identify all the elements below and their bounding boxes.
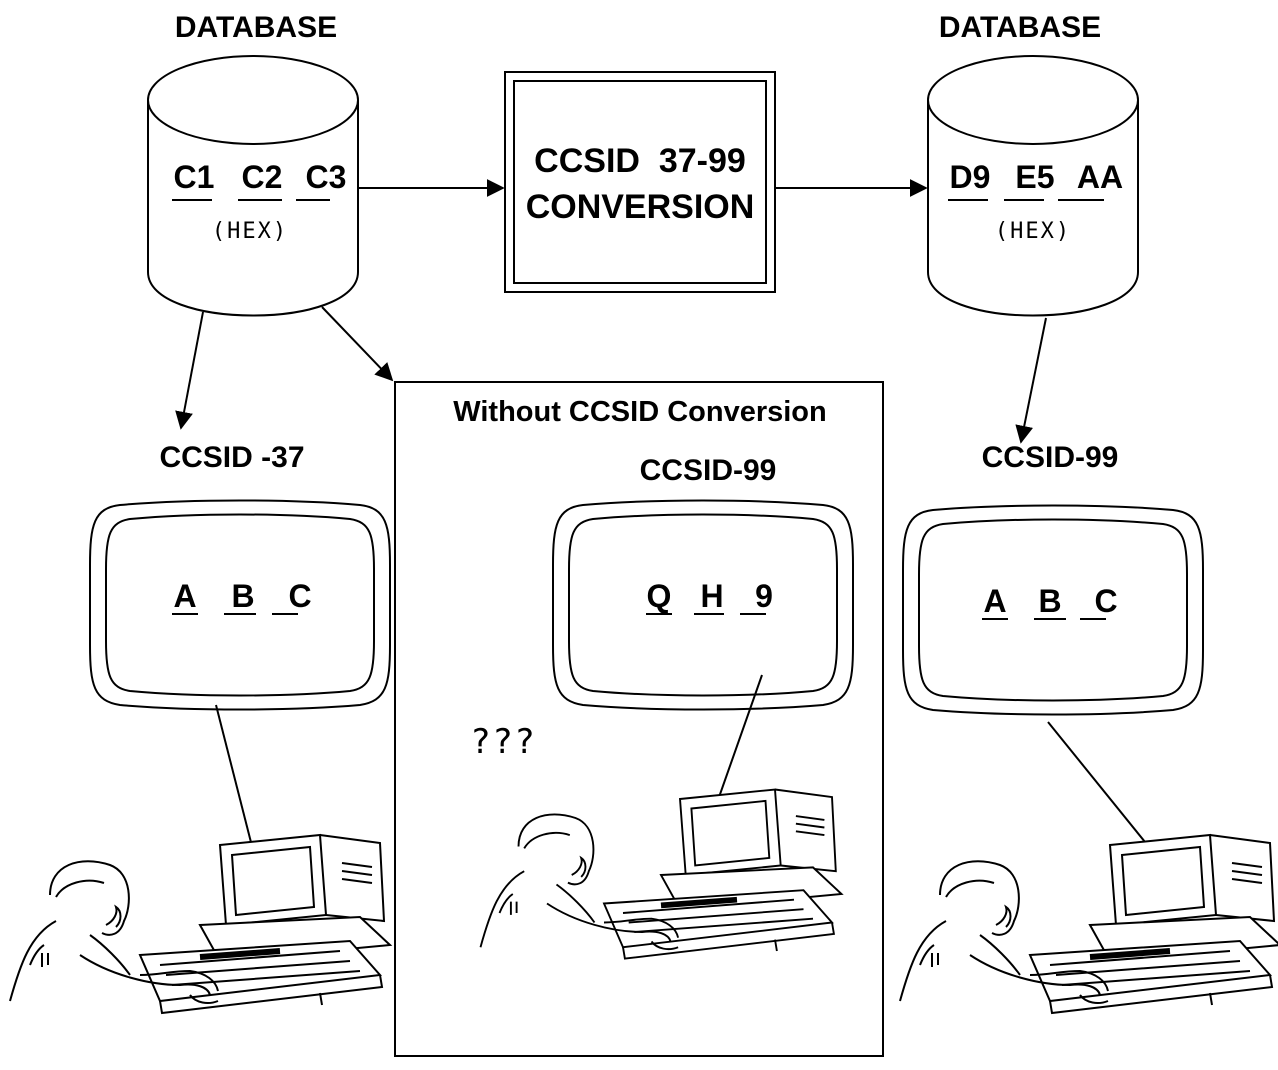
right-char-2: B [1038, 583, 1061, 619]
target-database-title: DATABASE [939, 11, 1101, 44]
target-code-3: AA [1077, 159, 1123, 195]
right-char-3: C [1094, 583, 1117, 619]
source-encoding-label: (HEX) [212, 219, 288, 244]
conversion-line-1: CCSID 37-99 [534, 142, 746, 180]
source-code-3: C3 [306, 159, 347, 195]
left-char-3: C [288, 578, 311, 614]
target-code-1: D9 [950, 159, 991, 195]
source-database: DATABASE C1 C2 C3 (HEX) [147, 11, 359, 317]
target-code-2: E5 [1015, 159, 1054, 195]
conversion-box: CCSID 37-99 CONVERSION [504, 71, 776, 293]
left-pointer-line [215, 704, 257, 863]
right-char-1: A [983, 583, 1006, 619]
arrows [175, 179, 1047, 444]
middle-char-1: Q [647, 578, 672, 614]
right-ccsid-label: CCSID-99 [982, 441, 1119, 474]
right-pointer-line [1047, 721, 1146, 843]
confusion-marks: ??? [472, 722, 538, 762]
without-conversion-title: Without CCSID Conversion [453, 396, 827, 428]
left-char-1: A [173, 578, 196, 614]
left-station: CCSID -37 A B C [10, 441, 390, 1013]
target-database: DATABASE D9 E5 AA (HEX) [927, 11, 1139, 317]
source-code-1: C1 [174, 159, 215, 195]
target-encoding-label: (HEX) [995, 219, 1071, 244]
arrow-db-to-middle-station [321, 306, 394, 382]
right-station: CCSID-99 A B C [900, 441, 1278, 1013]
left-workstation [10, 835, 390, 1013]
source-database-title: DATABASE [175, 11, 337, 44]
middle-char-3: 9 [755, 578, 773, 614]
middle-ccsid-label: CCSID-99 [640, 454, 777, 487]
left-ccsid-label: CCSID -37 [159, 441, 304, 474]
without-conversion-panel: Without CCSID Conversion CCSID-99 Q H 9 … [394, 381, 884, 1057]
right-workstation [900, 835, 1278, 1013]
middle-workstation [481, 790, 842, 959]
arrow-db-to-right-station [1015, 317, 1047, 444]
middle-pointer-line [717, 674, 763, 801]
left-char-2: B [231, 578, 254, 614]
source-code-2: C2 [242, 159, 283, 195]
arrow-db-to-left-station [175, 311, 204, 430]
middle-char-2: H [700, 578, 723, 614]
conversion-line-2: CONVERSION [526, 188, 755, 226]
